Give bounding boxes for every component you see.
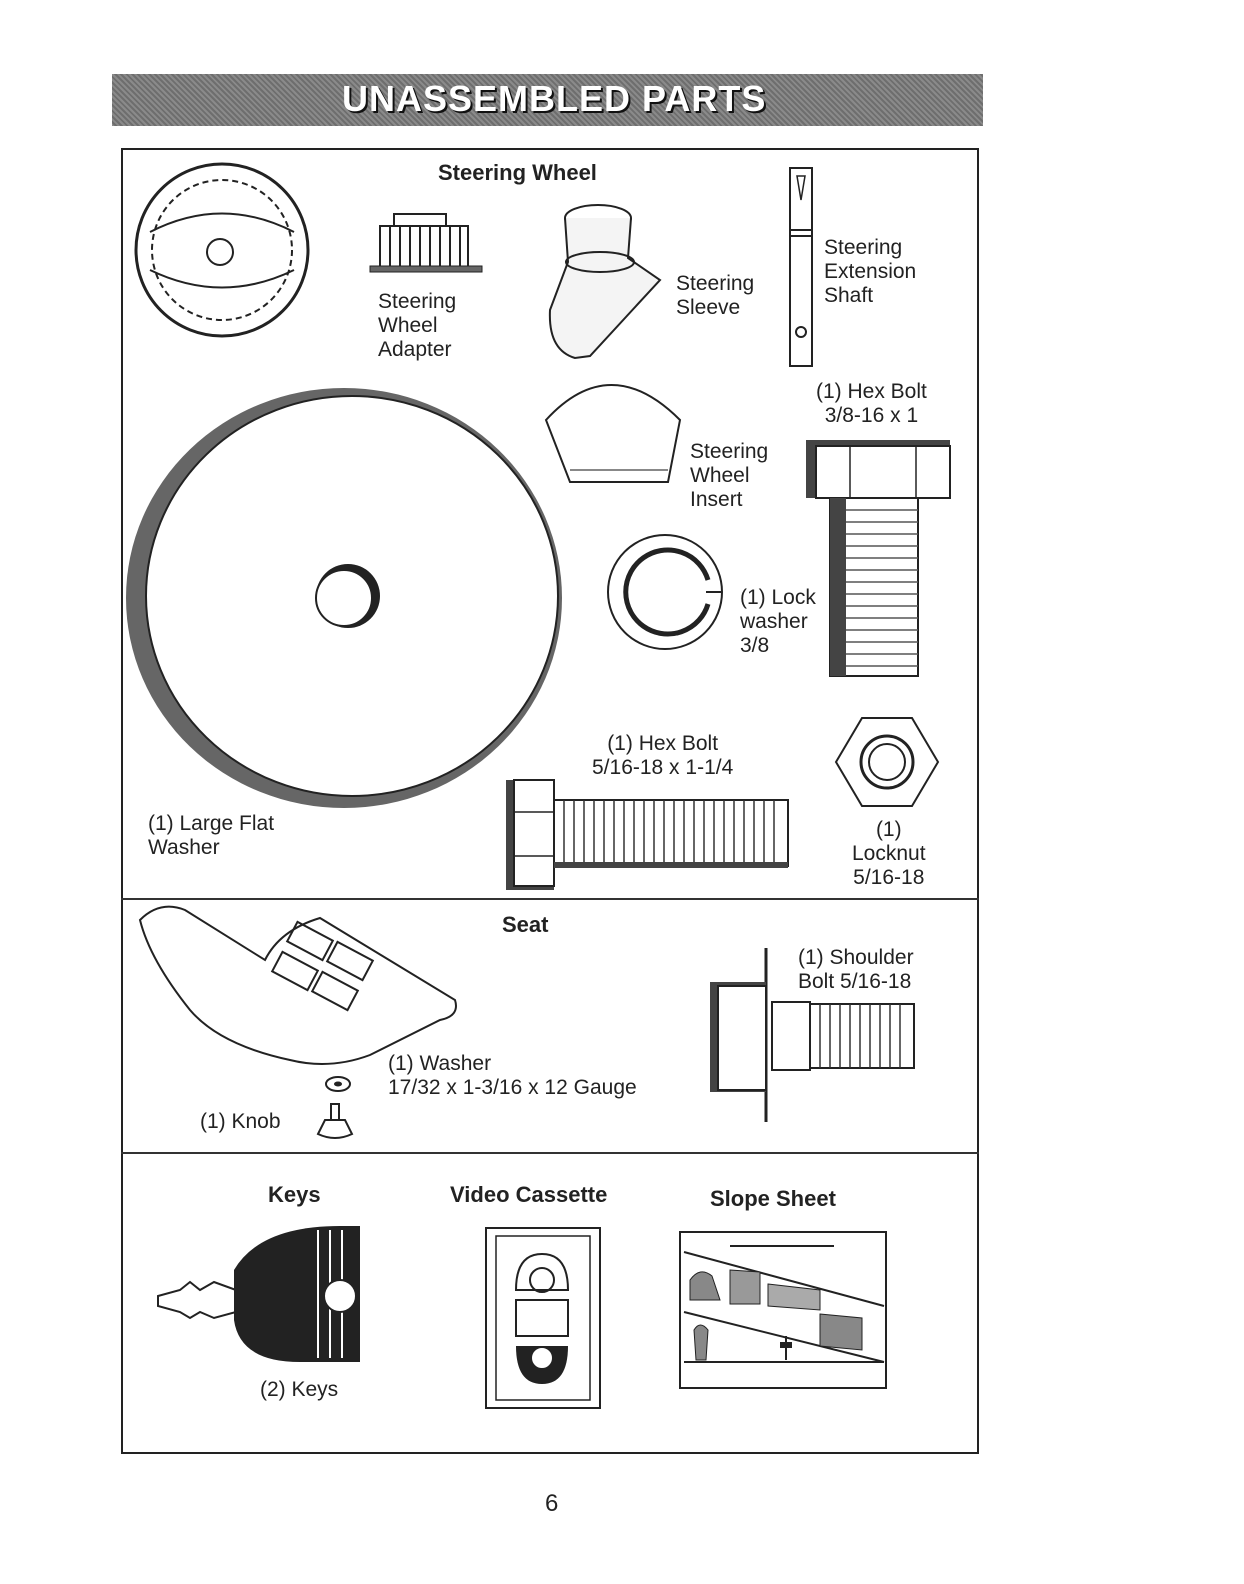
washer-label: (1) Washer 17/32 x 1-3/16 x 12 Gauge (388, 1052, 637, 1100)
keys-heading: Keys (268, 1182, 321, 1207)
steering-wheel-drawing (134, 162, 310, 338)
washer-label-line: 17/32 x 1-3/16 x 12 Gauge (388, 1076, 637, 1099)
keys-label: (2) Keys (260, 1378, 339, 1401)
sleeve-label: Steering Sleeve (676, 272, 754, 320)
hex-bolt-small-label: (1) Hex Bolt 5/16-18 x 1-1/4 (592, 732, 733, 780)
sleeve-label-line: Sleeve (676, 296, 741, 319)
large-flat-washer-label-line: (1) Large Flat (148, 812, 275, 835)
steering-sleeve-drawing (548, 204, 662, 360)
page-number: 6 (545, 1490, 559, 1517)
video-cassette-drawing (485, 1227, 601, 1409)
adapter-label-line: Steering (378, 290, 457, 313)
shoulder-bolt-label-line: (1) Shoulder (798, 946, 914, 969)
section-banner: UNASSEMBLED PARTS (112, 74, 983, 126)
seat-heading: Seat (502, 912, 549, 937)
locknut-label-line: Locknut (852, 842, 926, 865)
insert-label: Steering Wheel Insert (690, 440, 768, 512)
adapter-label-line: Adapter (378, 338, 452, 361)
steering-wheel-insert-drawing (544, 384, 682, 483)
seat-drawing (138, 905, 457, 1065)
lock-washer-label: (1) Lock washer 3/8 (740, 586, 816, 658)
lock-washer-label-line: washer (740, 610, 808, 633)
sleeve-label-line: Steering (676, 272, 755, 295)
shoulder-bolt-drawing (710, 948, 915, 1122)
extension-shaft-label-line: Extension (824, 260, 917, 283)
lock-washer-label-line: (1) Lock (740, 586, 816, 609)
extension-shaft-label-line: Steering (824, 236, 903, 259)
locknut-label: (1) Locknut 5/16-18 (852, 818, 926, 890)
hex-bolt-small-label-line: (1) Hex Bolt (607, 732, 719, 755)
lock-washer-label-line: 3/8 (740, 634, 770, 657)
section-divider-misc (121, 1152, 979, 1154)
knob-drawing (316, 1103, 354, 1139)
hex-bolt-large-label-line: 3/8-16 x 1 (824, 404, 919, 427)
steering-heading: Steering Wheel (438, 160, 597, 185)
small-washer-drawing (325, 1076, 351, 1092)
lock-washer-drawing (607, 534, 723, 650)
large-flat-washer-drawing (126, 388, 562, 808)
hex-bolt-small-label-line: 5/16-18 x 1-1/4 (592, 756, 734, 779)
hex-bolt-large-label-line: (1) Hex Bolt (816, 380, 927, 403)
slope-sheet-drawing (679, 1231, 887, 1389)
slope-sheet-heading: Slope Sheet (710, 1186, 836, 1211)
locknut-label-line: (1) (875, 818, 902, 841)
large-flat-washer-label-line: Washer (148, 836, 220, 859)
large-flat-washer-label: (1) Large Flat Washer (148, 812, 274, 860)
section-divider-seat (121, 898, 979, 900)
knob-label: (1) Knob (200, 1110, 281, 1133)
insert-label-line: Steering (690, 440, 769, 463)
locknut-label-line: 5/16-18 (853, 866, 925, 889)
hex-bolt-large-label: (1) Hex Bolt 3/8-16 x 1 (816, 380, 927, 428)
adapter-label: Steering Wheel Adapter (378, 290, 456, 362)
adapter-label-line: Wheel (378, 314, 438, 337)
insert-label-line: Insert (690, 488, 743, 511)
video-cassette-heading: Video Cassette (450, 1182, 608, 1207)
extension-shaft-label: Steering Extension Shaft (824, 236, 916, 308)
steering-wheel-adapter-drawing (369, 213, 483, 273)
locknut-drawing (834, 717, 940, 807)
extension-shaft-label-line: Shaft (824, 284, 874, 307)
banner-title: UNASSEMBLED PARTS (342, 78, 767, 119)
extension-shaft-drawing (789, 167, 813, 367)
shoulder-bolt-label: (1) Shoulder Bolt 5/16-18 (798, 946, 914, 994)
key-drawing (157, 1226, 360, 1362)
hex-bolt-small-drawing (506, 779, 789, 890)
insert-label-line: Wheel (690, 464, 750, 487)
washer-label-line: (1) Washer (388, 1052, 492, 1075)
shoulder-bolt-label-line: Bolt 5/16-18 (798, 970, 912, 993)
parts-frame (121, 148, 979, 1454)
hex-bolt-large-drawing (806, 440, 951, 677)
